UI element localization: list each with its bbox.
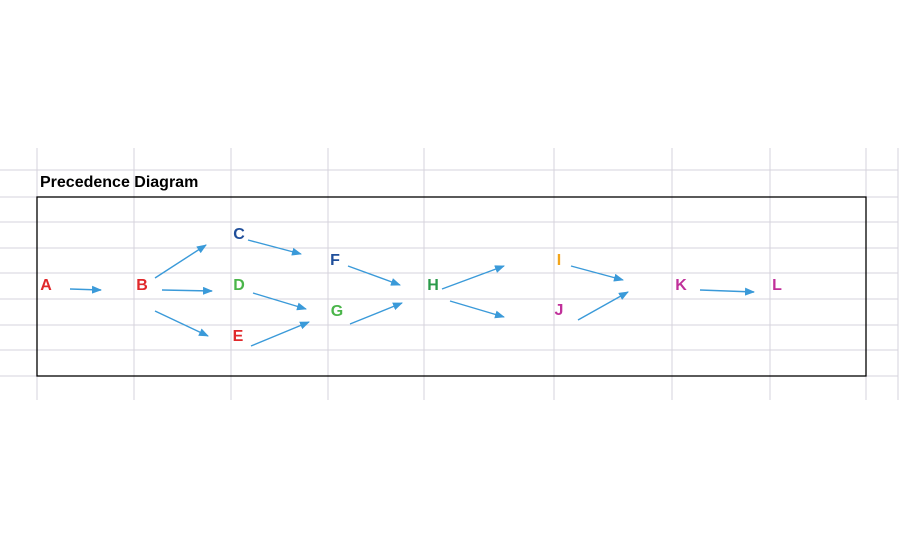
arrow-h-to-i [441, 265, 505, 290]
arrow-d-to-g [252, 292, 307, 311]
arrow-b-to-d [161, 286, 213, 295]
diagram-border [36, 196, 867, 377]
arrow-b-to-e [154, 310, 209, 337]
node-a: A [40, 277, 52, 294]
node-h: H [427, 277, 439, 294]
node-g: G [331, 303, 343, 320]
node-c: C [233, 226, 245, 243]
arrow-i-to-k [570, 265, 624, 282]
arrow-k-to-l [699, 287, 755, 296]
arrow-g-to-h [349, 302, 403, 325]
node-k: K [675, 277, 687, 294]
node-i: I [557, 252, 561, 269]
node-d: D [233, 277, 245, 294]
node-f: F [330, 252, 340, 269]
arrow-a-to-b [69, 285, 102, 294]
arrow-c-to-f [247, 239, 302, 256]
node-b: B [136, 277, 148, 294]
arrow-f-to-h [347, 265, 401, 286]
node-l: L [772, 277, 782, 294]
diagram-title: Precedence Diagram [40, 174, 199, 191]
arrow-j-to-k [577, 291, 629, 321]
node-j: J [555, 302, 564, 319]
node-e: E [233, 328, 244, 345]
arrow-b-to-c [154, 244, 207, 279]
arrow-layer [69, 239, 755, 347]
arrow-h-to-j [449, 300, 505, 319]
arrow-e-to-g [250, 321, 310, 347]
node-layer: A B C D E F G H I J K L [40, 226, 782, 345]
